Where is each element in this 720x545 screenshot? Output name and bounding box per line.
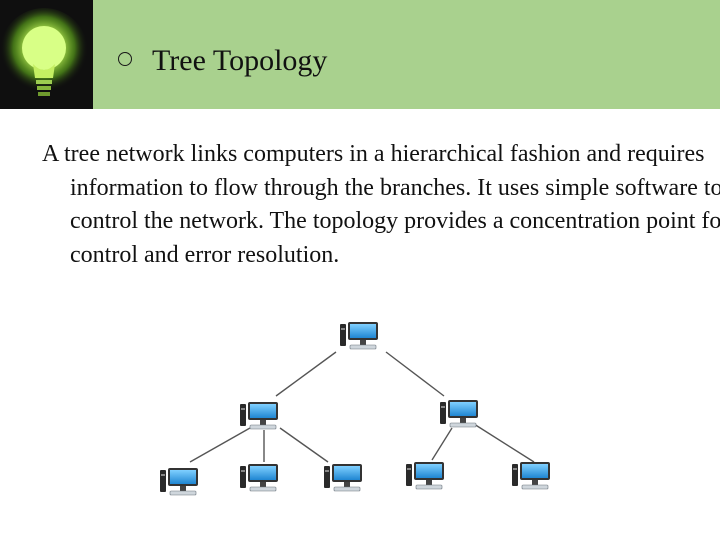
lightbulb-icon	[0, 0, 93, 109]
desktop-computer-icon	[159, 467, 199, 496]
desktop-computer-icon	[339, 321, 379, 350]
link-root-left	[275, 351, 337, 397]
tree-topology-diagram	[0, 300, 720, 540]
slide-title: Tree Topology	[152, 44, 328, 77]
desktop-computer-icon	[239, 463, 279, 492]
network-links	[189, 351, 535, 463]
link-right-b	[473, 423, 535, 463]
desktop-computer-icon	[511, 461, 551, 490]
link-root-right	[385, 351, 445, 397]
slide-body-text: A tree network links computers in a hier…	[42, 141, 720, 268]
desktop-computer-icon	[323, 463, 363, 492]
desktop-computer-icon	[239, 401, 279, 430]
slide-header: Tree Topology	[0, 0, 720, 109]
desktop-computer-icon	[439, 399, 479, 428]
link-left-c	[279, 427, 329, 463]
desktop-computer-icon	[405, 461, 445, 490]
link-left-a	[189, 427, 251, 463]
title-bullet-icon	[118, 52, 132, 66]
link-right-a	[431, 427, 453, 461]
